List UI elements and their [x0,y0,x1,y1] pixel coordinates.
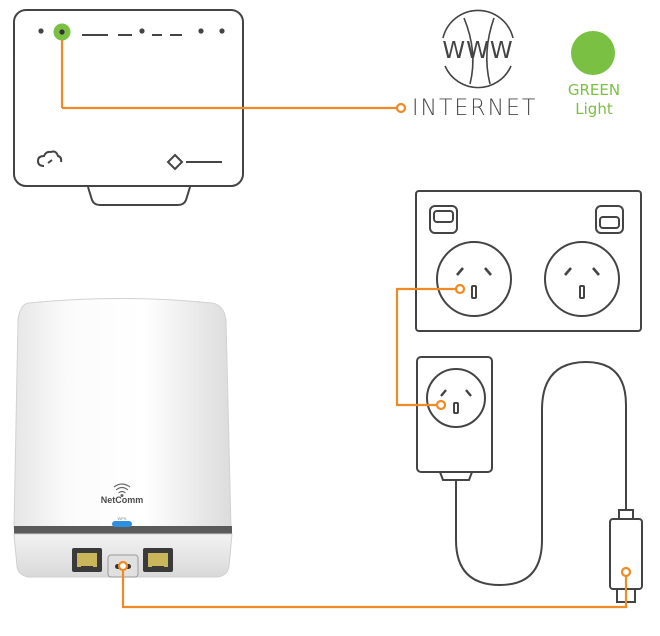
power-outlet [415,190,642,332]
wps-label: WPS [117,516,127,521]
ethernet-port [72,548,102,572]
green-light-indicator [571,31,615,75]
www-globe-icon: WWW [442,9,514,89]
power-adapter [416,356,627,587]
outlet-socket [436,241,512,317]
cloud-icon [36,150,63,167]
brand-logo: NetComm [100,495,144,505]
modem-stand [87,186,191,206]
unit-band [14,526,232,534]
unit-shell [13,298,232,529]
led-dot [38,28,44,34]
ethernet-port [143,548,173,572]
led-dot [219,28,225,34]
svg-text:WWW: WWW [442,38,513,64]
wifi-icon [113,483,131,498]
outlet-connector [395,283,466,411]
network-diamond-icon [166,153,222,171]
modem-router [13,9,244,206]
led-dot [139,28,145,34]
internet-label: INTERNET [412,96,538,121]
netcomm-unit [13,298,233,578]
outlet-socket [544,241,620,317]
outlet-switch [595,205,624,234]
power-cable [455,360,627,587]
outlet-switch [429,205,458,234]
led-dot [198,28,204,34]
modem-body [13,9,244,187]
green-light-label: GREEN Light [560,81,628,119]
internet-led-core [59,29,65,35]
internet-connector [60,40,407,114]
green-light-word-text: Light [575,100,613,118]
wps-button[interactable] [112,521,132,527]
usb-connector [117,560,632,609]
green-light-color-text: GREEN [567,81,621,99]
